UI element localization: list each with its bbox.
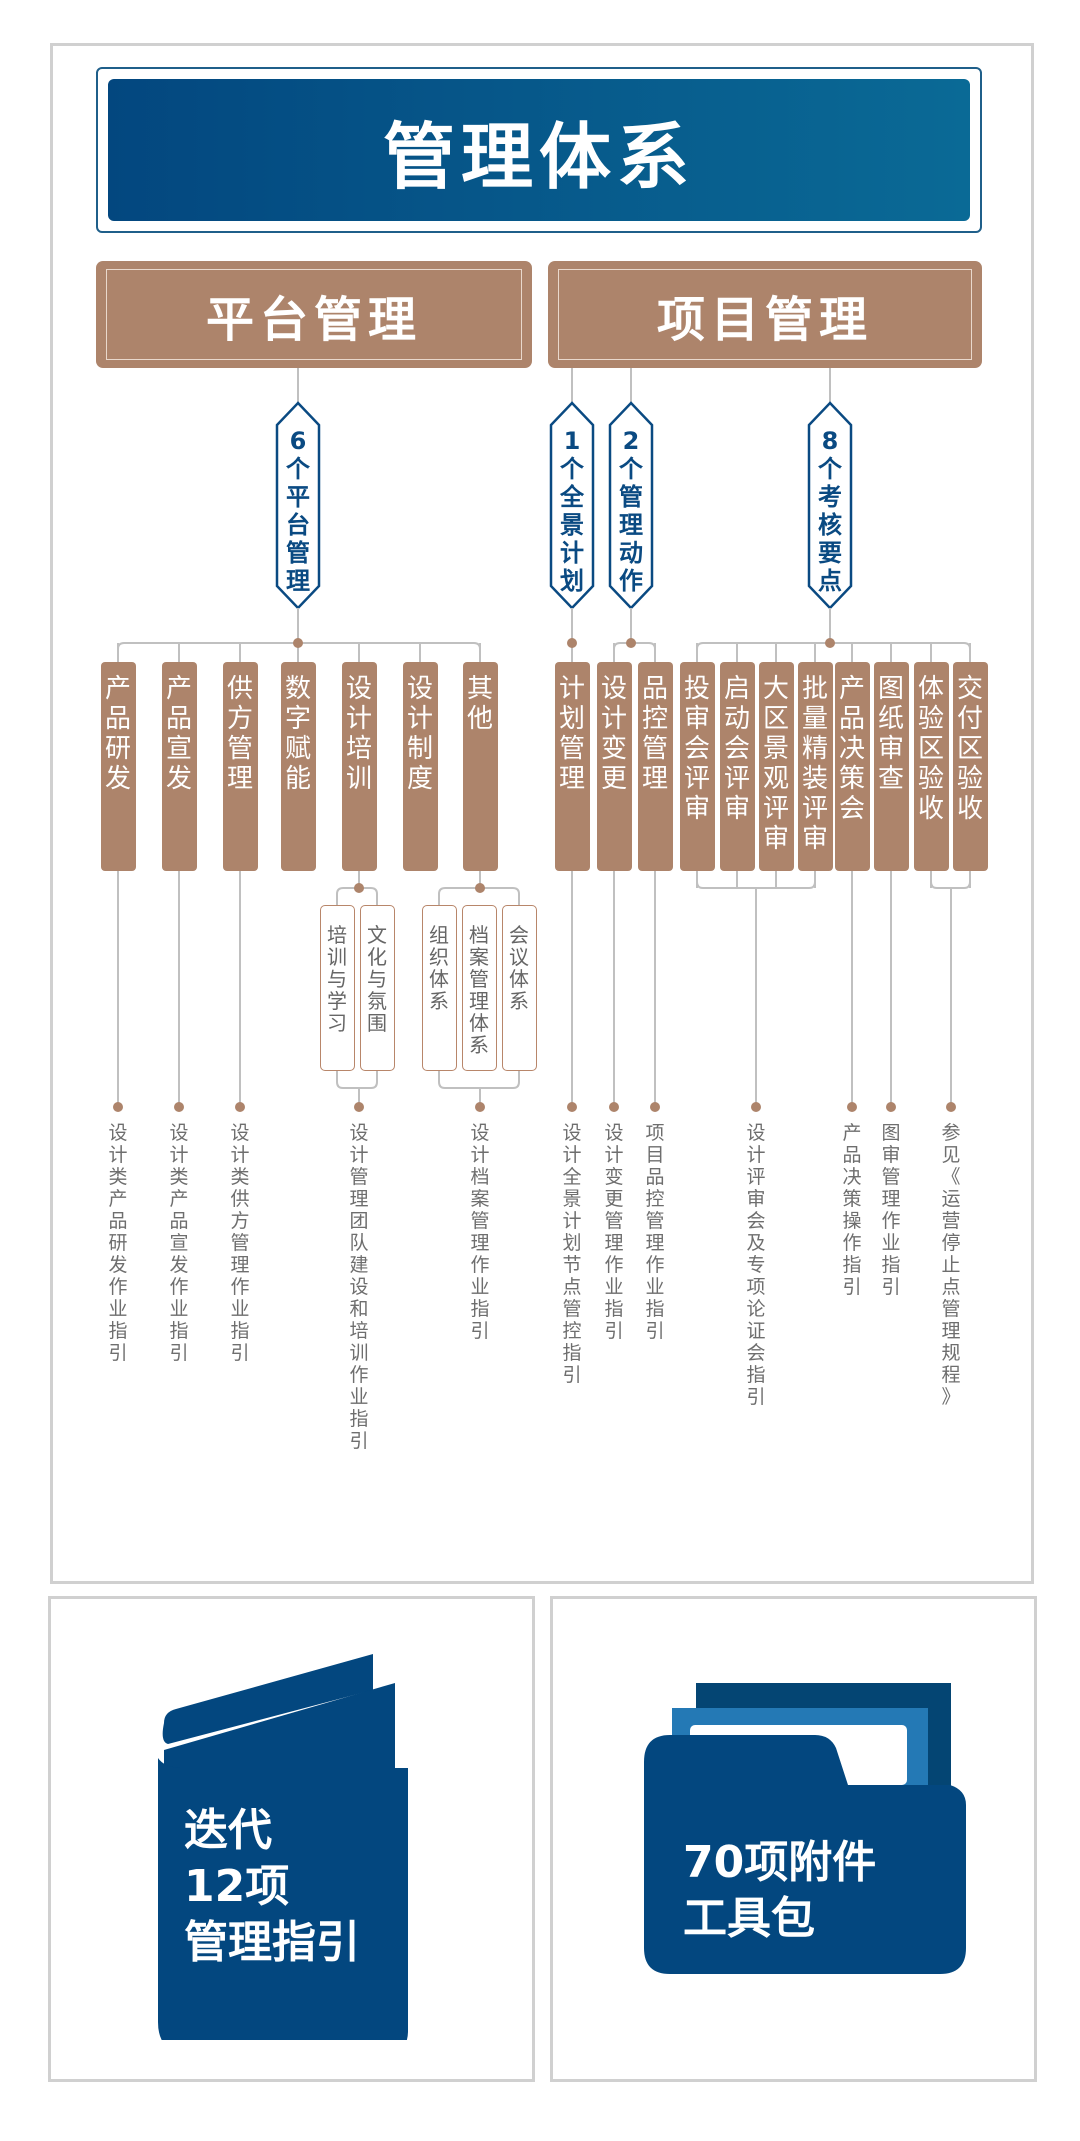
connector-dot — [475, 883, 485, 893]
item-column: 设计培训 — [341, 662, 377, 871]
sub-item-box: 培训与学习 — [319, 905, 355, 1071]
connector-dot — [354, 1102, 364, 1112]
sub-bottom-bracket — [336, 1071, 378, 1089]
card-line: 12项 — [184, 1861, 290, 1912]
connector-dot — [650, 1102, 660, 1112]
guide-text: 参见《运营停止点管理规程》 — [941, 1122, 961, 1408]
item-column: 设计制度 — [402, 662, 438, 871]
item-column: 品控管理 — [637, 662, 673, 871]
guide-text: 设计全景计划节点管控指引 — [562, 1122, 582, 1386]
connector-dot — [886, 1102, 896, 1112]
guide-text: 产品决策操作指引 — [842, 1122, 862, 1298]
item-column: 设计变更 — [596, 662, 632, 871]
sub-item-box: 组织体系 — [421, 905, 457, 1071]
guide-text: 设计类产品宣发作业指引 — [169, 1122, 189, 1364]
connector-dot — [475, 1102, 485, 1112]
guide-text: 设计档案管理作业指引 — [470, 1122, 490, 1342]
connector-dot — [567, 638, 577, 648]
guide-text: 设计类产品研发作业指引 — [108, 1122, 128, 1364]
sub-item-box: 档案管理体系 — [461, 905, 497, 1071]
guide-text: 设计变更管理作业指引 — [604, 1122, 624, 1342]
connector-dot — [825, 638, 835, 648]
sub-item-box: 会议体系 — [501, 905, 537, 1071]
category-project-management: 项目管理 — [548, 261, 982, 368]
card-line: 70项附件 — [683, 1837, 877, 1888]
guide-text: 项目品控管理作业指引 — [645, 1122, 665, 1342]
toolkit-card-text: 70项附件 工具包 — [683, 1835, 876, 1947]
card-line: 工具包 — [683, 1893, 815, 1944]
category-inner-border — [106, 269, 522, 360]
item-column: 产品研发 — [100, 662, 136, 871]
connector-dot — [751, 1102, 761, 1112]
guide-text: 设计管理团队建设和培训作业指引 — [349, 1122, 369, 1452]
connector-dot — [113, 1102, 123, 1112]
item-column: 体验区验收 — [913, 662, 949, 871]
guide-text: 设计评审会及专项论证会指引 — [746, 1122, 766, 1408]
page-title: 管理体系 — [382, 114, 695, 199]
sub-item-box: 文化与氛围 — [359, 905, 395, 1071]
connector-dot — [567, 1102, 577, 1112]
category-inner-border — [558, 269, 972, 360]
guide-text: 设计类供方管理作业指引 — [230, 1122, 250, 1364]
bottom-bracket — [696, 871, 816, 889]
item-column: 大区景观评审 — [758, 662, 794, 871]
book-icon — [158, 1654, 408, 2040]
item-column: 其他 — [462, 662, 498, 871]
item-column: 投审会评审 — [679, 662, 715, 871]
connector-dot — [626, 638, 636, 648]
category-label: 平台管理 — [205, 291, 422, 348]
item-column: 供方管理 — [222, 662, 258, 871]
connector-dot — [293, 638, 303, 648]
connector-dot — [847, 1102, 857, 1112]
guide-text: 图审管理作业指引 — [881, 1122, 901, 1298]
item-column: 图纸审查 — [873, 662, 909, 871]
sub-bottom-bracket — [438, 1071, 520, 1089]
connector-dot — [354, 883, 364, 893]
connector-dot — [235, 1102, 245, 1112]
category-platform-management: 平台管理 — [96, 261, 532, 368]
connector-dot — [174, 1102, 184, 1112]
category-label: 项目管理 — [656, 291, 873, 348]
bottom-bracket — [930, 871, 971, 889]
item-column: 启动会评审 — [719, 662, 755, 871]
connector-dot — [609, 1102, 619, 1112]
folder-icon — [644, 1683, 966, 1974]
card-line: 管理指引 — [184, 1917, 360, 1968]
item-column: 数字赋能 — [280, 662, 316, 871]
item-column: 产品决策会 — [834, 662, 870, 871]
card-line: 迭代 — [184, 1805, 272, 1856]
title-banner: 管理体系 — [108, 79, 970, 221]
item-column: 交付区验收 — [952, 662, 988, 871]
item-column: 批量精装评审 — [797, 662, 833, 871]
item-column: 产品宣发 — [161, 662, 197, 871]
guides-card-text: 迭代 12项 管理指引 — [184, 1803, 360, 1971]
connector-dot — [946, 1102, 956, 1112]
item-column: 计划管理 — [554, 662, 590, 871]
